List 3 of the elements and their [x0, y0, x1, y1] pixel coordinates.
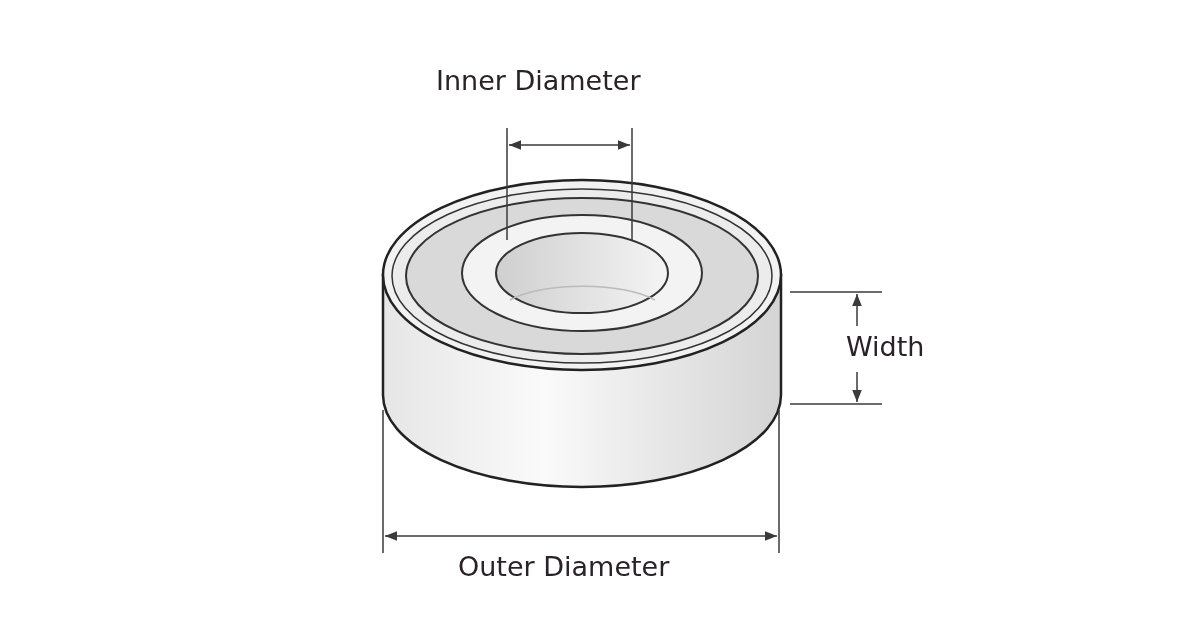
dimension-label: Outer Diameter [458, 551, 670, 583]
dimension-label: Inner Diameter [436, 65, 641, 97]
dimension-label: Width [846, 331, 925, 363]
